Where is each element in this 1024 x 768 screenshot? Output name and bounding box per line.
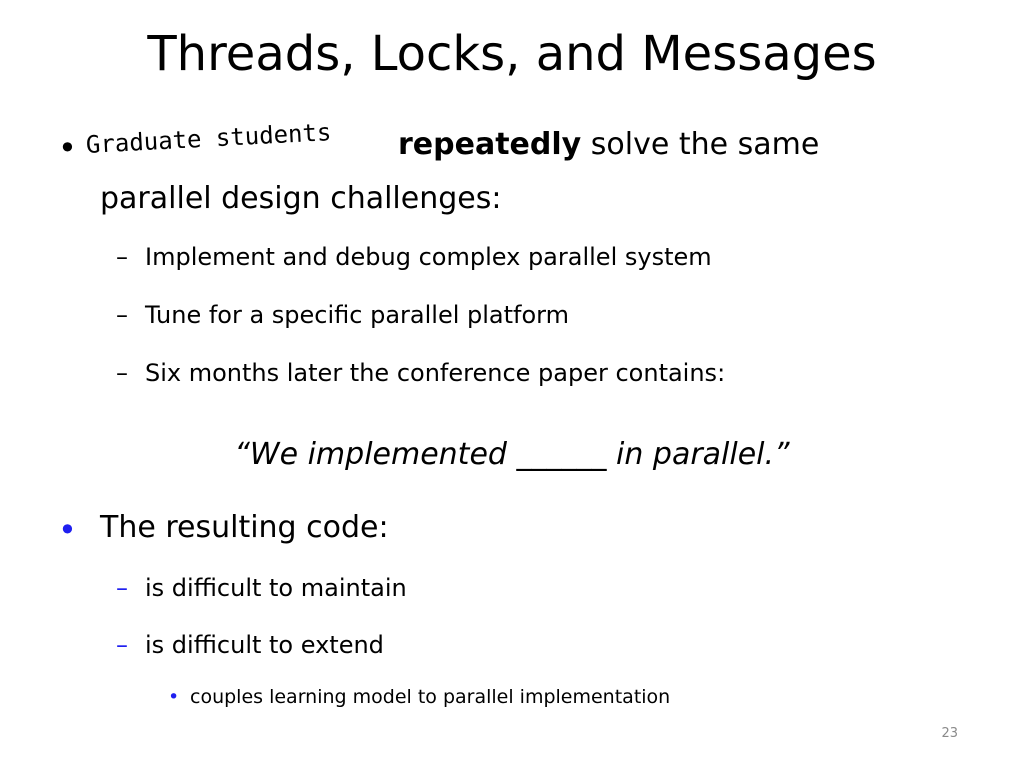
bold-repeatedly: repeatedly [398,127,582,162]
bullet2-subitem-1: is difficult to maintain [145,574,407,602]
subitem-3: Six months later the conference paper co… [145,359,726,387]
dash-marker-blue: – [116,631,128,659]
bullet1-line2: parallel design challenges: [100,181,502,216]
page-number: 23 [941,726,958,741]
dash-marker: – [116,301,128,329]
bullet1-rest: solve the same [590,127,820,162]
slide-title: Threads, Locks, and Messages [147,26,877,82]
dash-marker-blue: – [116,574,128,602]
quote-text: “We implemented ______ in parallel.” [234,437,790,472]
subitem-2: Tune for a specific parallel platform [145,301,569,329]
dash-marker: – [116,359,128,387]
bullet-dot-blue: • [58,511,77,549]
bullet-dot: • [58,129,77,167]
bullet2-subsubitem-1: couples learning model to parallel imple… [190,686,671,708]
small-bullet-blue: • [168,686,180,708]
bullet2-subitem-2: is difficult to extend [145,631,384,659]
bullet2-text: The resulting code: [100,510,389,545]
dash-marker: – [116,243,128,271]
bullet1-line1: repeatedly solve the same [398,130,819,160]
subitem-1: Implement and debug complex parallel sys… [145,243,712,271]
handwritten-graduate-students: Graduate students [85,118,333,159]
